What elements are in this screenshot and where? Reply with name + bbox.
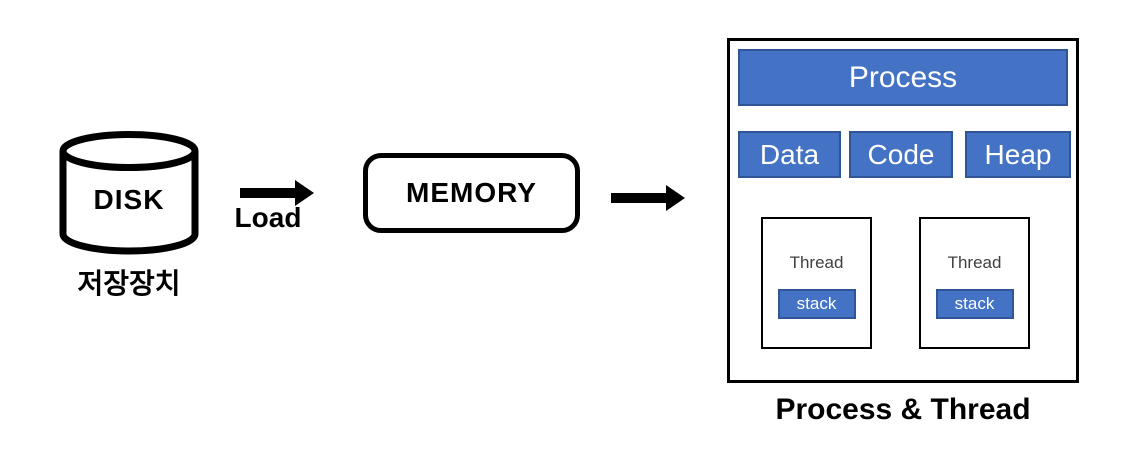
data-segment-box: Data (738, 131, 841, 178)
stack-box: stack (935, 289, 1014, 319)
disk-label: DISK (93, 184, 165, 215)
disk-cylinder-icon (59, 131, 199, 255)
heap-segment-box: Heap (965, 131, 1071, 178)
memory-label: MEMORY (406, 177, 537, 208)
thread-box: Thread stack (919, 217, 1030, 349)
code-segment-box: Code (849, 131, 953, 178)
memory-box: MEMORY (363, 153, 580, 233)
process-container: Process Data Code Heap Thread stack Thre… (727, 38, 1079, 383)
diagram-caption: Process & Thread (775, 393, 1031, 426)
thread-label: Thread (947, 253, 1002, 272)
load-arrow-label: Load (234, 202, 302, 233)
process-header-box: Process (738, 49, 1068, 106)
disk-caption: 저장장치 (77, 268, 181, 299)
memory-to-process-arrow-icon (611, 185, 685, 211)
thread-box: Thread stack (761, 217, 872, 349)
load-arrow-icon (240, 180, 314, 206)
thread-label: Thread (789, 253, 844, 272)
stack-box: stack (777, 289, 856, 319)
